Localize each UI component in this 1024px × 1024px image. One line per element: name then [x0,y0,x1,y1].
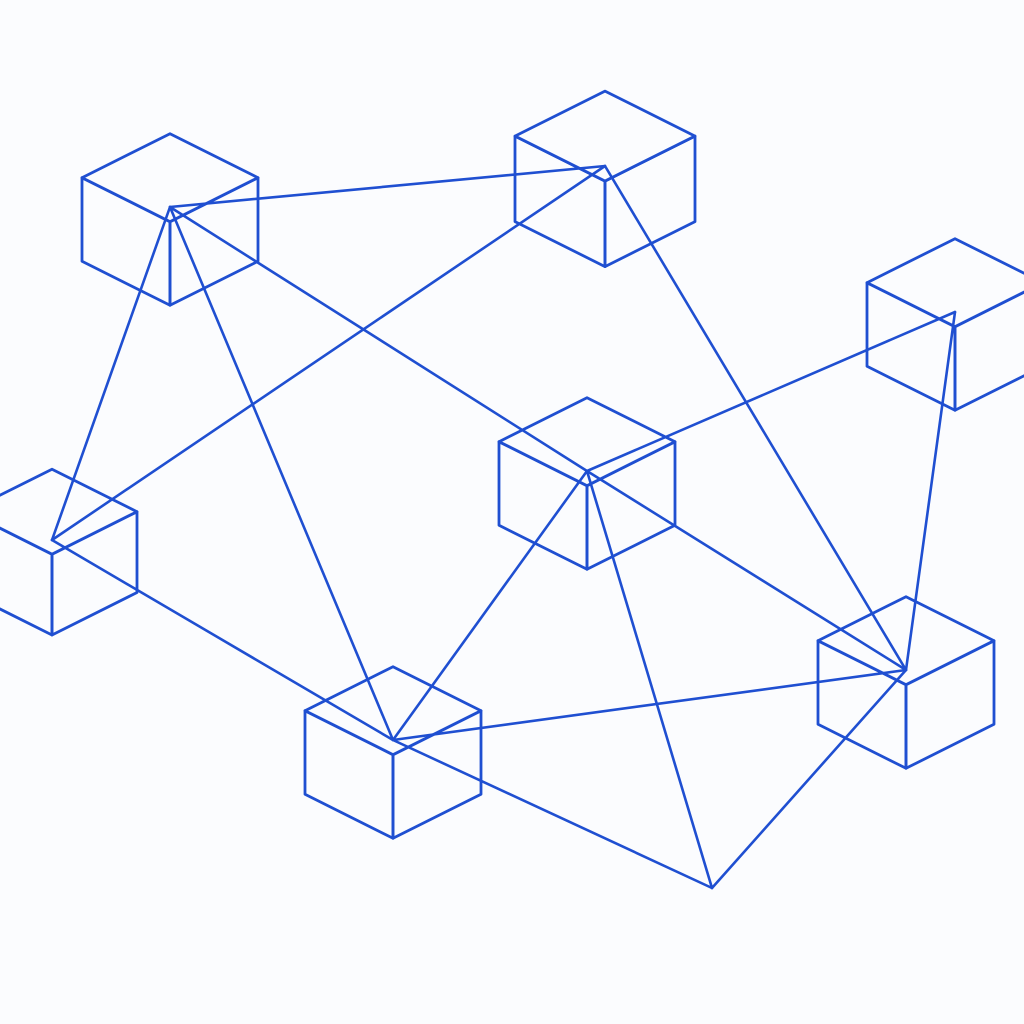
cube-left-face [497,440,589,571]
cube-top-face [303,665,483,757]
cube-node-e [497,396,677,571]
cube-top-face [0,467,139,556]
cube-right-face [953,290,1024,412]
cube-node-g [303,665,483,840]
edge-g-f [391,668,908,742]
cube-right-face [603,134,697,269]
cube-top-face [80,132,260,224]
cube-node-a [80,132,260,307]
edge-a-b [168,164,607,209]
edge-c-e [585,310,957,473]
edge-e-f [585,469,908,672]
cube-left-face [303,709,395,840]
edge-f-h [710,668,908,890]
cube-left-face [513,134,607,269]
cube-top-face [497,396,677,488]
cube-left-face [0,526,54,637]
edge-e-g [391,469,589,742]
cube-top-face [513,89,697,183]
cube-node-f [816,595,996,770]
edge-b-d [50,164,607,542]
cube-top-face [865,237,1024,329]
edges-layer [50,164,957,890]
cube-node-b [513,89,697,269]
cube-right-face [904,639,996,770]
edge-a-g [168,205,395,742]
cube-node-d [0,467,139,637]
edge-d-g [50,538,395,742]
edge-e-h [585,469,714,890]
cube-left-face [816,639,908,770]
edge-g-h [391,738,714,890]
edge-c-f [904,310,957,672]
cube-left-face [865,281,957,412]
nodes-layer [0,89,1024,840]
cube-node-c [865,237,1024,412]
edge-b-f [603,164,908,672]
edge-a-e [168,205,589,473]
cube-right-face [585,440,677,571]
edge-a-d [50,205,172,542]
cube-top-face [816,595,996,687]
